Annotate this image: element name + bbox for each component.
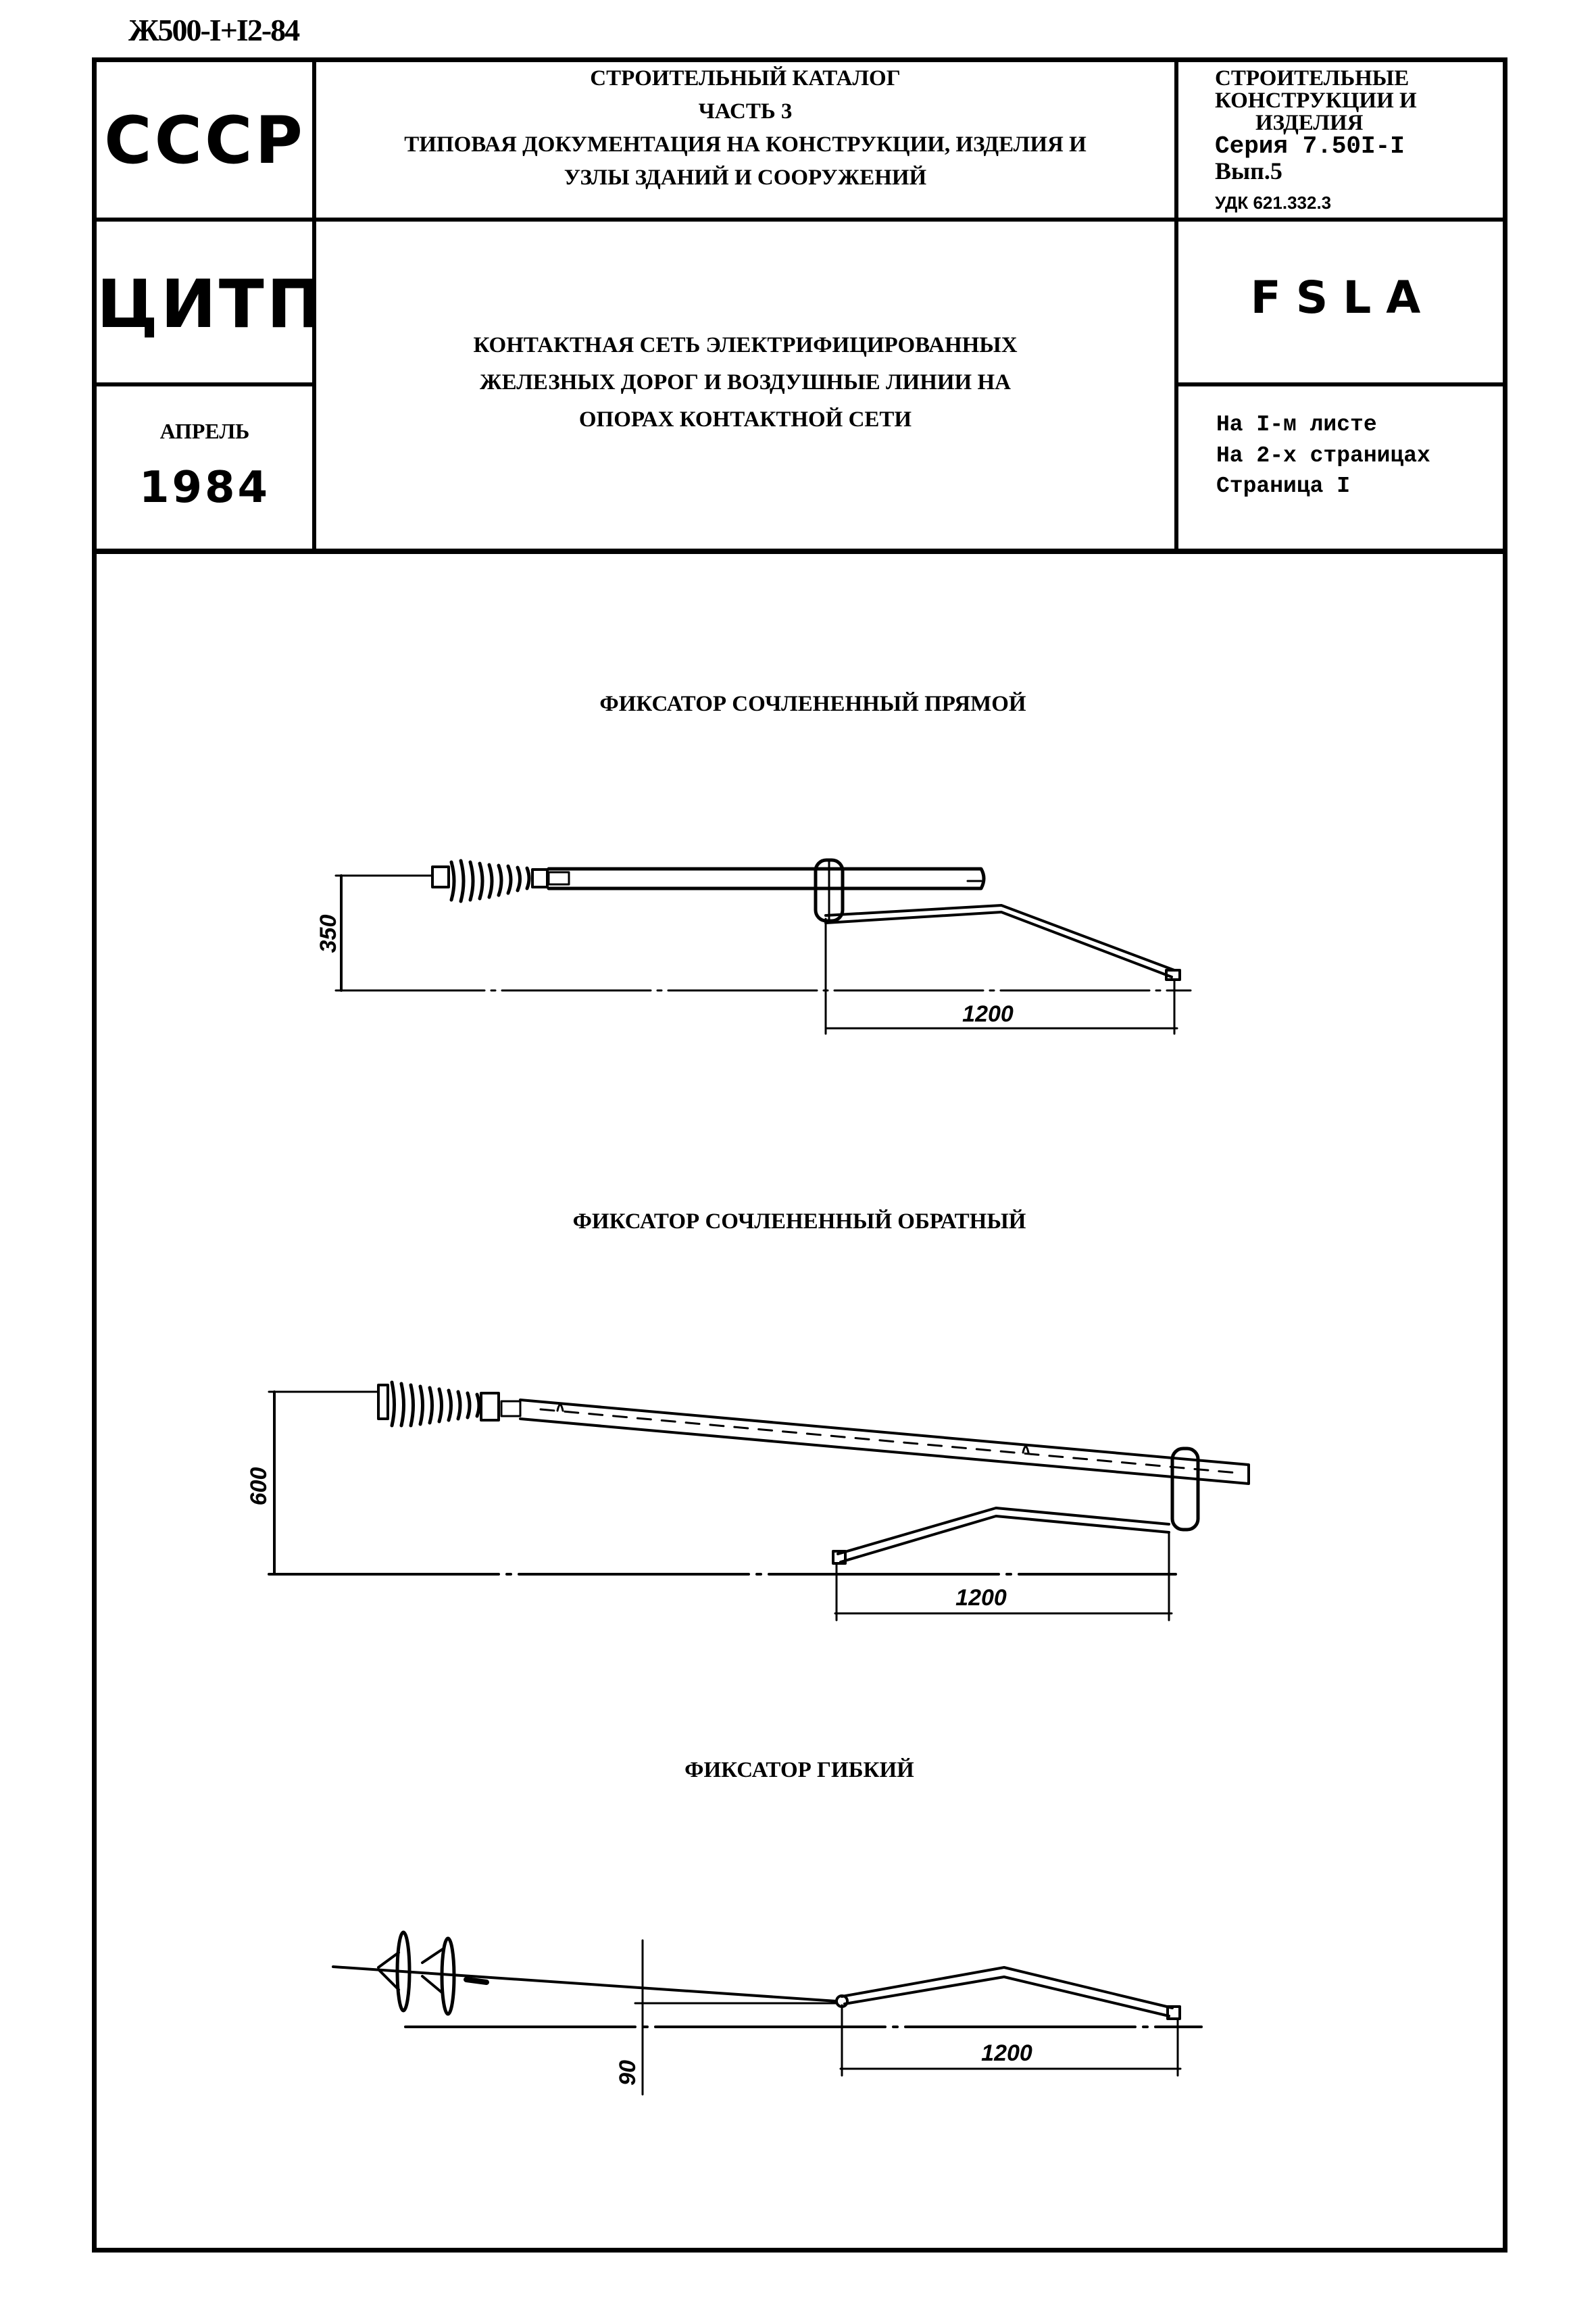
page-frame	[92, 57, 1507, 2253]
right-cell-divider	[1174, 382, 1507, 386]
insulator-icon	[431, 859, 570, 903]
page-count: На 2-х страницах	[1216, 443, 1430, 468]
org-citp: ЦИТП	[97, 266, 325, 343]
left-cell-divider	[92, 382, 315, 386]
org-ussr: СССР	[104, 103, 305, 178]
date-month: АПРЕЛЬ	[159, 419, 250, 443]
insulator-icon	[377, 1380, 522, 1428]
section-title-line-1: КОНТАКТНАЯ СЕТЬ ЭЛЕКТРИФИЦИРОВАННЫХ	[473, 333, 1018, 357]
catalog-title: СТРОИТЕЛЬНЫЙ КАТАЛОГ ЧАСТЬ 3 ТИПОВАЯ ДОК…	[316, 68, 1174, 189]
drawing-2-height-dim: 600	[246, 1467, 272, 1506]
catalog-line-1: СТРОИТЕЛЬНЫЙ КАТАЛОГ	[590, 66, 901, 91]
section-title: КОНТАКТНАЯ СЕТЬ ЭЛЕКТРИФИЦИРОВАННЫХ ЖЕЛЕ…	[316, 334, 1174, 431]
catalog-line-3: ТИПОВАЯ ДОКУМЕНТАЦИЯ НА КОНСТРУКЦИИ, ИЗД…	[404, 132, 1087, 157]
page-number: Страница I	[1216, 474, 1351, 499]
series-line-2: КОНСТРУКЦИИ И	[1215, 89, 1417, 113]
header-divider-right	[1174, 57, 1178, 553]
section-title-line-3: ОПОРАХ КОНТАКТНОЙ СЕТИ	[578, 407, 912, 432]
catalog-line-4: УЗЛЫ ЗДАНИЙ И СООРУЖЕНИЙ	[564, 166, 927, 190]
drawing-1-height-dim: 350	[316, 915, 341, 953]
sheet-count: На I-м листе	[1216, 412, 1377, 437]
catalog-line-2: ЧАСТЬ 3	[698, 99, 793, 124]
drawing-1-title: ФИКСАТОР СОЧЛЕНЕННЫЙ ПРЯМОЙ	[599, 692, 1026, 716]
udk-code: УДК 621.332.3	[1215, 193, 1332, 213]
series-block: СТРОИТЕЛЬНЫЕ КОНСТРУКЦИИ И ИЗДЕЛИЯ Серия…	[1215, 66, 1499, 213]
page-info: На I-м листе На 2-х страницах Страница I	[1216, 409, 1500, 502]
drawing-2-title: ФИКСАТОР СОЧЛЕНЕННЫЙ ОБРАТНЫЙ	[572, 1209, 1026, 1234]
header-bottom-divider	[92, 549, 1507, 554]
series-number: Серия 7.50I-I	[1215, 132, 1405, 160]
issue-number: Вып.5	[1215, 157, 1282, 184]
series-line-3: ИЗДЕЛИЯ	[1255, 111, 1364, 135]
drawing-1	[334, 858, 1192, 1035]
document-code-fsla: FSLA	[1250, 272, 1436, 324]
header-divider-left	[312, 57, 316, 553]
header-divider-row1	[92, 218, 1507, 222]
document-code: Ж500-I+I2-84	[128, 13, 300, 47]
drawing-2	[268, 1380, 1250, 1621]
series-line-1: СТРОИТЕЛЬНЫЕ	[1215, 66, 1410, 91]
section-title-line-2: ЖЕЛЕЗНЫХ ДОРОГ И ВОЗДУШНЫЕ ЛИНИИ НА	[480, 370, 1011, 395]
drawing-3-height-dim: 90	[615, 2060, 641, 2086]
drawing-3-title: ФИКСАТОР ГИБКИЙ	[684, 1758, 914, 1782]
drawing-1-length-dim: 1200	[962, 1001, 1014, 1027]
drawing-3	[332, 1930, 1203, 2096]
drawing-3-length-dim: 1200	[981, 2040, 1032, 2066]
date-year: 1984	[139, 463, 271, 513]
drawing-2-length-dim: 1200	[955, 1585, 1007, 1611]
